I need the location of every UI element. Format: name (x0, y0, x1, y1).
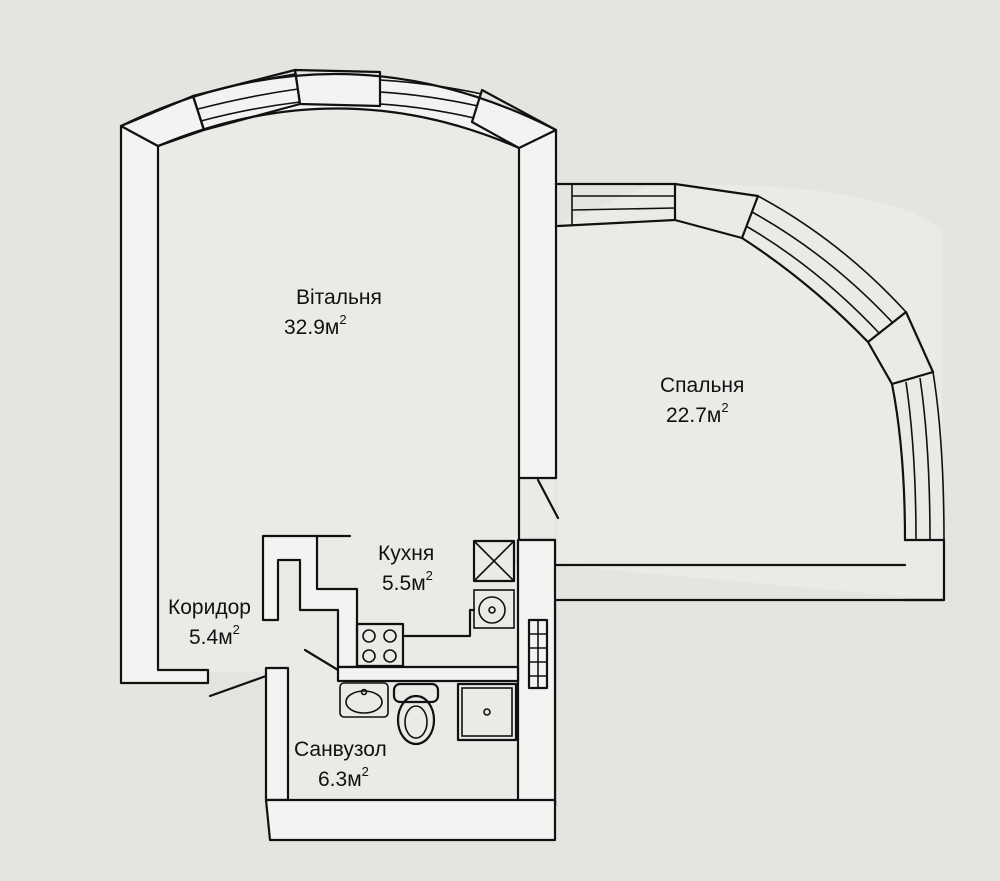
room-corridor-area: 5.4м2 (189, 622, 240, 649)
door-kitchen (303, 648, 340, 672)
room-corridor-name: Коридор (168, 596, 251, 619)
kitchen-pipe (403, 608, 476, 638)
living-window-pier-1 (293, 68, 382, 108)
room-kitchen-area: 5.5м2 (382, 568, 433, 595)
room-living-area: 32.9м2 (284, 312, 347, 339)
radiator-icon (527, 618, 549, 690)
room-living-name: Вітальня (296, 286, 382, 309)
kitchen-bath-counter (336, 665, 520, 683)
bedroom-arc-outer (740, 236, 870, 344)
partitions (208, 478, 560, 842)
door-living-bedroom (536, 478, 560, 520)
bedroom-top-wall-inner (556, 218, 677, 228)
living-window-pier-2 (470, 88, 558, 150)
bedroom-bottom-wall (553, 598, 946, 808)
room-bedroom-name: Спальня (660, 374, 744, 397)
bedroom-arc-window-lines (745, 195, 907, 335)
bathroom-sink-icon (339, 682, 389, 718)
bedroom-right-wall-inner (890, 382, 907, 542)
bath-bottom-wall (264, 798, 557, 842)
bedroom-right-window-lines (905, 371, 945, 541)
fixtures (339, 539, 549, 746)
room-bathroom-area: 6.3м2 (318, 764, 369, 791)
stove-icon (355, 622, 405, 668)
living-room-walls (119, 68, 558, 685)
room-bedroom-area: 22.7м2 (666, 400, 729, 427)
bath-left-wall (264, 666, 290, 802)
room-kitchen-name: Кухня (378, 542, 434, 565)
toilet-icon (392, 682, 440, 746)
ventilation-shaft-icon (472, 539, 516, 583)
kitchen-left-wall (261, 534, 359, 669)
bedroom-window-lines-top (571, 184, 676, 226)
shower-tray-icon (456, 682, 518, 742)
living-window-pier-3 (119, 94, 206, 148)
door-corridor (208, 674, 268, 698)
room-bathroom-name: Санвузол (294, 738, 387, 761)
room-labels: Вітальня 32.9м2 Спальня 22.7м2 Кухня 5.5… (168, 286, 744, 791)
partition-kitchen-bath (516, 538, 557, 808)
